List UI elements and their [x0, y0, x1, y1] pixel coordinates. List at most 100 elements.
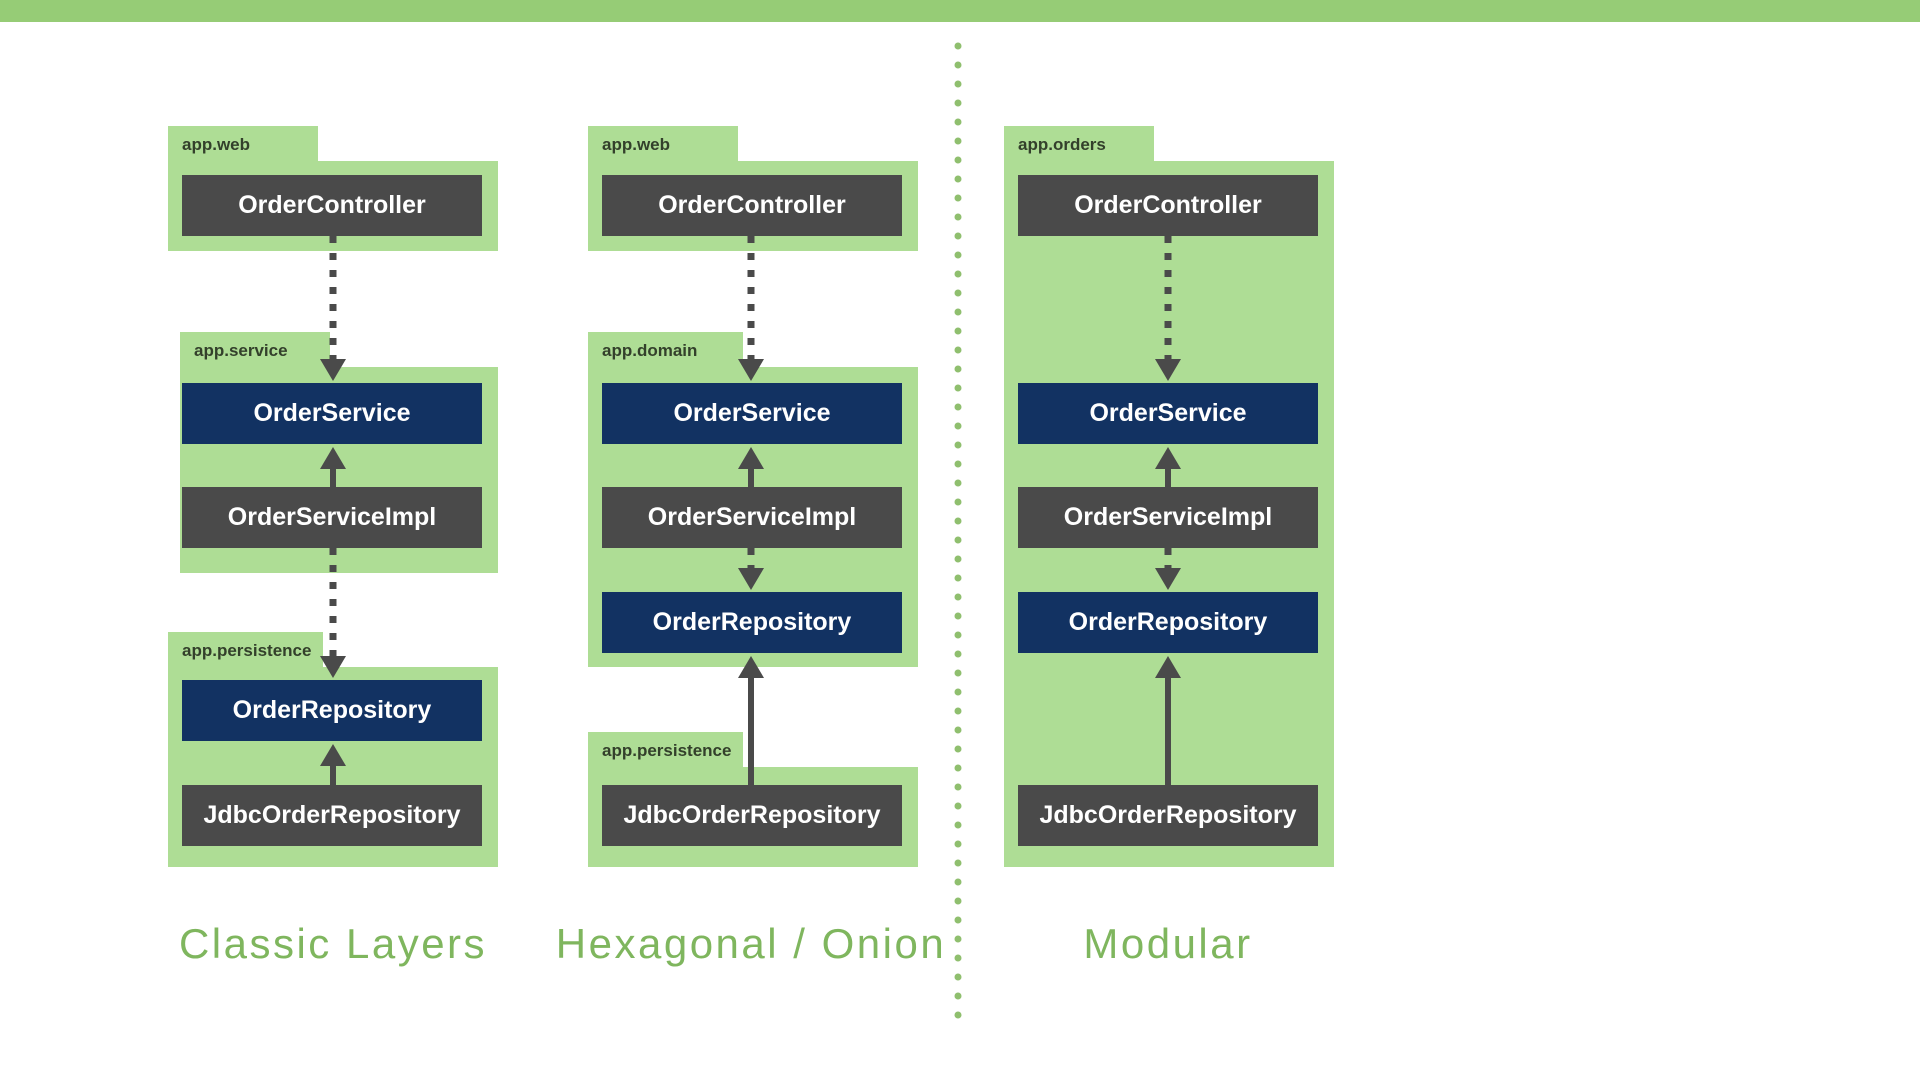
divider-dot [954, 517, 962, 525]
divider-dot [954, 593, 962, 601]
divider-dot [954, 650, 962, 658]
box-label: OrderRepository [1069, 608, 1268, 636]
box-label: JdbcOrderRepository [1039, 801, 1296, 829]
box-hexagonal-onion-order-service-impl[interactable]: OrderServiceImpl [602, 487, 902, 548]
divider-dot [954, 156, 962, 164]
class-box[interactable] [182, 785, 482, 846]
arrow-classic-layers-jdbc-to-repository [320, 744, 346, 785]
arrow-classic-layers-impl-to-repository [320, 548, 346, 678]
package-label: app.orders [1018, 135, 1106, 154]
interface-box[interactable] [1018, 383, 1318, 444]
arrow-head [1155, 359, 1181, 381]
divider-dot [954, 916, 962, 924]
divider-dot [954, 707, 962, 715]
arrow-head [738, 359, 764, 381]
divider-dot [954, 61, 962, 69]
box-modular-order-controller[interactable]: OrderController [1018, 175, 1318, 236]
box-hexagonal-onion-order-repository[interactable]: OrderRepository [602, 592, 902, 653]
arrow-head [738, 568, 764, 590]
package-label: app.service [194, 341, 288, 360]
arrow-head [320, 656, 346, 678]
class-box[interactable] [602, 785, 902, 846]
box-modular-order-service[interactable]: OrderService [1018, 383, 1318, 444]
package-label: app.domain [602, 341, 697, 360]
package-tab [588, 126, 738, 161]
box-label: OrderController [1074, 191, 1262, 219]
package-label: app.persistence [602, 741, 731, 760]
box-label: OrderService [673, 399, 830, 427]
divider-dot [954, 612, 962, 620]
divider-dot [954, 137, 962, 145]
column-caption-classic-layers: Classic Layers [179, 920, 487, 967]
interface-box[interactable] [602, 383, 902, 444]
divider-dot [954, 574, 962, 582]
arrow-hexagonal-onion-jdbc-to-repository [738, 656, 764, 785]
class-box[interactable] [602, 175, 902, 236]
box-hexagonal-onion-order-controller[interactable]: OrderController [602, 175, 902, 236]
divider-dot [954, 726, 962, 734]
interface-box[interactable] [1018, 592, 1318, 653]
divider-dot [954, 973, 962, 981]
divider-dot [954, 1011, 962, 1019]
class-box[interactable] [1018, 785, 1318, 846]
divider-dot [954, 764, 962, 772]
divider-dot [954, 270, 962, 278]
divider-dot [954, 669, 962, 677]
class-box[interactable] [182, 487, 482, 548]
divider-dot [954, 251, 962, 259]
interface-box[interactable] [602, 592, 902, 653]
divider-dot [954, 954, 962, 962]
arrow-head [320, 447, 346, 469]
divider-dot [954, 745, 962, 753]
divider-dot [954, 631, 962, 639]
class-box[interactable] [1018, 175, 1318, 236]
box-label: OrderController [238, 191, 426, 219]
class-box[interactable] [1018, 487, 1318, 548]
box-label: JdbcOrderRepository [623, 801, 880, 829]
box-classic-layers-order-controller[interactable]: OrderController [182, 175, 482, 236]
arrow-classic-layers-controller-to-service [320, 236, 346, 381]
divider-dot [954, 441, 962, 449]
divider-dot [954, 498, 962, 506]
box-classic-layers-jdbc-order-repository[interactable]: JdbcOrderRepository [182, 785, 482, 846]
class-box[interactable] [182, 175, 482, 236]
divider-dot [954, 346, 962, 354]
box-classic-layers-order-service-impl[interactable]: OrderServiceImpl [182, 487, 482, 548]
arrow-head [738, 447, 764, 469]
divider-dot [954, 213, 962, 221]
arrow-head [320, 744, 346, 766]
box-classic-layers-order-service[interactable]: OrderService [182, 383, 482, 444]
arrow-modular-controller-to-service [1155, 236, 1181, 381]
class-box[interactable] [602, 487, 902, 548]
box-hexagonal-onion-jdbc-order-repository[interactable]: JdbcOrderRepository [602, 785, 902, 846]
divider-dot [954, 289, 962, 297]
arrow-hexagonal-onion-impl-to-repository [738, 548, 764, 590]
divider-dot [954, 80, 962, 88]
arrow-head [738, 656, 764, 678]
divider-dot [954, 99, 962, 107]
box-modular-order-service-impl[interactable]: OrderServiceImpl [1018, 487, 1318, 548]
interface-box[interactable] [182, 680, 482, 741]
interface-box[interactable] [182, 383, 482, 444]
package-tab [588, 732, 743, 767]
package-tab [1004, 126, 1154, 161]
divider-dot [954, 992, 962, 1000]
box-classic-layers-order-repository[interactable]: OrderRepository [182, 680, 482, 741]
divider-dot [954, 460, 962, 468]
box-label: JdbcOrderRepository [203, 801, 460, 829]
arrow-modular-jdbc-to-repository [1155, 656, 1181, 785]
divider-dot [954, 403, 962, 411]
box-label: OrderServiceImpl [228, 503, 436, 531]
box-modular-order-repository[interactable]: OrderRepository [1018, 592, 1318, 653]
box-hexagonal-onion-order-service[interactable]: OrderService [602, 383, 902, 444]
arrow-hexagonal-onion-controller-to-service [738, 236, 764, 381]
top-accent-bar [0, 0, 1920, 22]
divider-dot [954, 536, 962, 544]
box-modular-jdbc-order-repository[interactable]: JdbcOrderRepository [1018, 785, 1318, 846]
divider-dot [954, 555, 962, 563]
divider-dot [954, 479, 962, 487]
divider-dot [954, 384, 962, 392]
box-label: OrderRepository [653, 608, 852, 636]
